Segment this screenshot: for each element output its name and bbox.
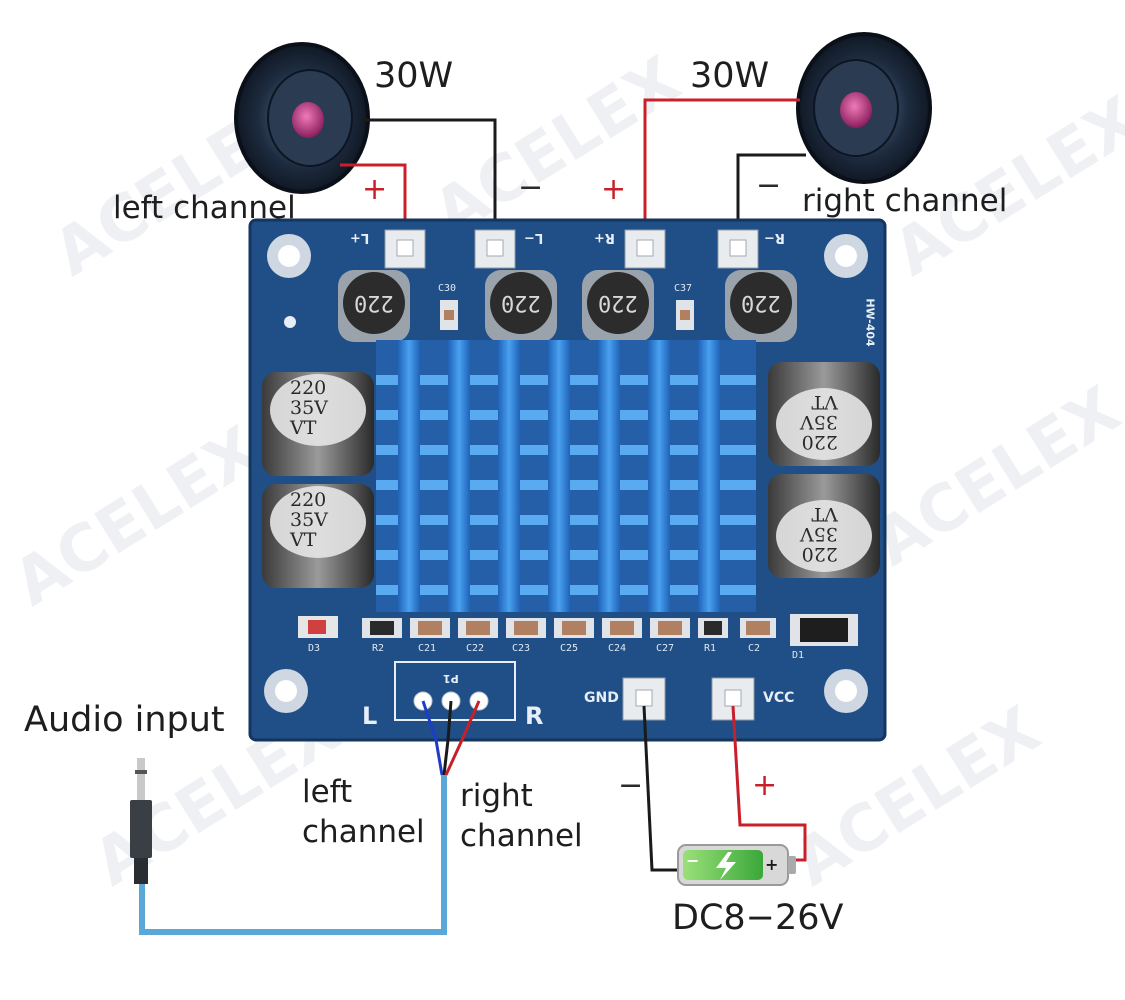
terminal-label: R− bbox=[764, 230, 785, 245]
mounting-hole bbox=[264, 669, 308, 713]
part-label: D1 bbox=[792, 650, 805, 661]
part-label: R2 bbox=[372, 643, 385, 654]
battery-icon bbox=[677, 844, 796, 886]
part-label: C23 bbox=[512, 643, 531, 654]
header-name: P1 bbox=[443, 672, 459, 685]
electrolytic-capacitor bbox=[262, 484, 374, 588]
power-voltage-range: DC8−26V bbox=[672, 898, 844, 938]
right-speaker bbox=[796, 32, 932, 184]
part-label: C21 bbox=[418, 643, 437, 654]
speaker-terminal bbox=[384, 229, 426, 269]
right-input-label-line2: channel bbox=[460, 818, 583, 854]
audio-input-wires bbox=[139, 700, 481, 935]
part-label: C37 bbox=[674, 283, 693, 294]
audio-input-label: Audio input bbox=[24, 700, 225, 740]
part-label: C24 bbox=[608, 643, 627, 654]
left-minus-sign: − bbox=[518, 170, 544, 205]
inductor bbox=[582, 270, 654, 342]
left-input-label-line2: channel bbox=[302, 814, 425, 850]
left-speaker-power: 30W bbox=[374, 56, 454, 96]
speaker-terminal bbox=[474, 229, 516, 269]
gnd-label: GND bbox=[584, 690, 619, 706]
part-label: C25 bbox=[560, 643, 579, 654]
right-minus-sign: − bbox=[756, 168, 782, 203]
terminal-label: L+ bbox=[350, 230, 370, 245]
part-label: C22 bbox=[466, 643, 485, 654]
inductor bbox=[725, 270, 797, 342]
inductor-marking: 220 bbox=[598, 290, 638, 315]
left-input-label-line1: left bbox=[302, 774, 353, 810]
electrolytic-capacitor bbox=[768, 362, 880, 466]
part-label: C30 bbox=[438, 283, 457, 294]
amplifier-board bbox=[248, 218, 887, 742]
audio-jack-plug bbox=[130, 758, 152, 884]
terminal-label: L− bbox=[524, 230, 544, 245]
electrolytic-capacitor bbox=[768, 474, 880, 578]
board-model: HW-404 bbox=[863, 298, 877, 347]
header-left-label: L bbox=[362, 702, 378, 730]
speaker-terminal bbox=[624, 229, 666, 269]
mounting-hole bbox=[824, 669, 868, 713]
power-wires bbox=[642, 705, 807, 872]
mounting-hole bbox=[267, 234, 311, 278]
left-channel-label: left channel bbox=[113, 190, 296, 226]
electrolytic-capacitor bbox=[262, 372, 374, 476]
battery-minus-sign: − bbox=[686, 851, 700, 870]
inductor bbox=[338, 270, 410, 342]
power-plus-sign: + bbox=[752, 768, 778, 803]
heatsink bbox=[376, 340, 756, 612]
part-label: C2 bbox=[748, 643, 761, 654]
battery-plus-sign: + bbox=[765, 855, 779, 874]
vcc-label: VCC bbox=[763, 690, 795, 706]
inductor-marking: 220 bbox=[501, 290, 541, 315]
inductor bbox=[485, 270, 557, 342]
smd-component-row bbox=[298, 614, 858, 646]
part-label: D3 bbox=[308, 643, 321, 654]
speaker-wires bbox=[340, 98, 806, 245]
right-channel-label: right channel bbox=[802, 183, 1008, 219]
inductor-marking: 220 bbox=[354, 290, 394, 315]
right-speaker-power: 30W bbox=[690, 56, 770, 96]
part-label: C27 bbox=[656, 643, 675, 654]
mounting-hole bbox=[824, 234, 868, 278]
right-plus-sign: + bbox=[601, 172, 627, 207]
part-label: R1 bbox=[704, 643, 717, 654]
header-right-label: R bbox=[525, 702, 544, 730]
left-plus-sign: + bbox=[362, 172, 388, 207]
left-speaker bbox=[234, 42, 370, 194]
inductor-marking: 220 bbox=[741, 290, 781, 315]
speaker-terminal bbox=[717, 229, 759, 269]
power-minus-sign: − bbox=[618, 768, 644, 803]
right-input-label-line1: right bbox=[460, 778, 533, 814]
terminal-label: R+ bbox=[594, 230, 615, 245]
